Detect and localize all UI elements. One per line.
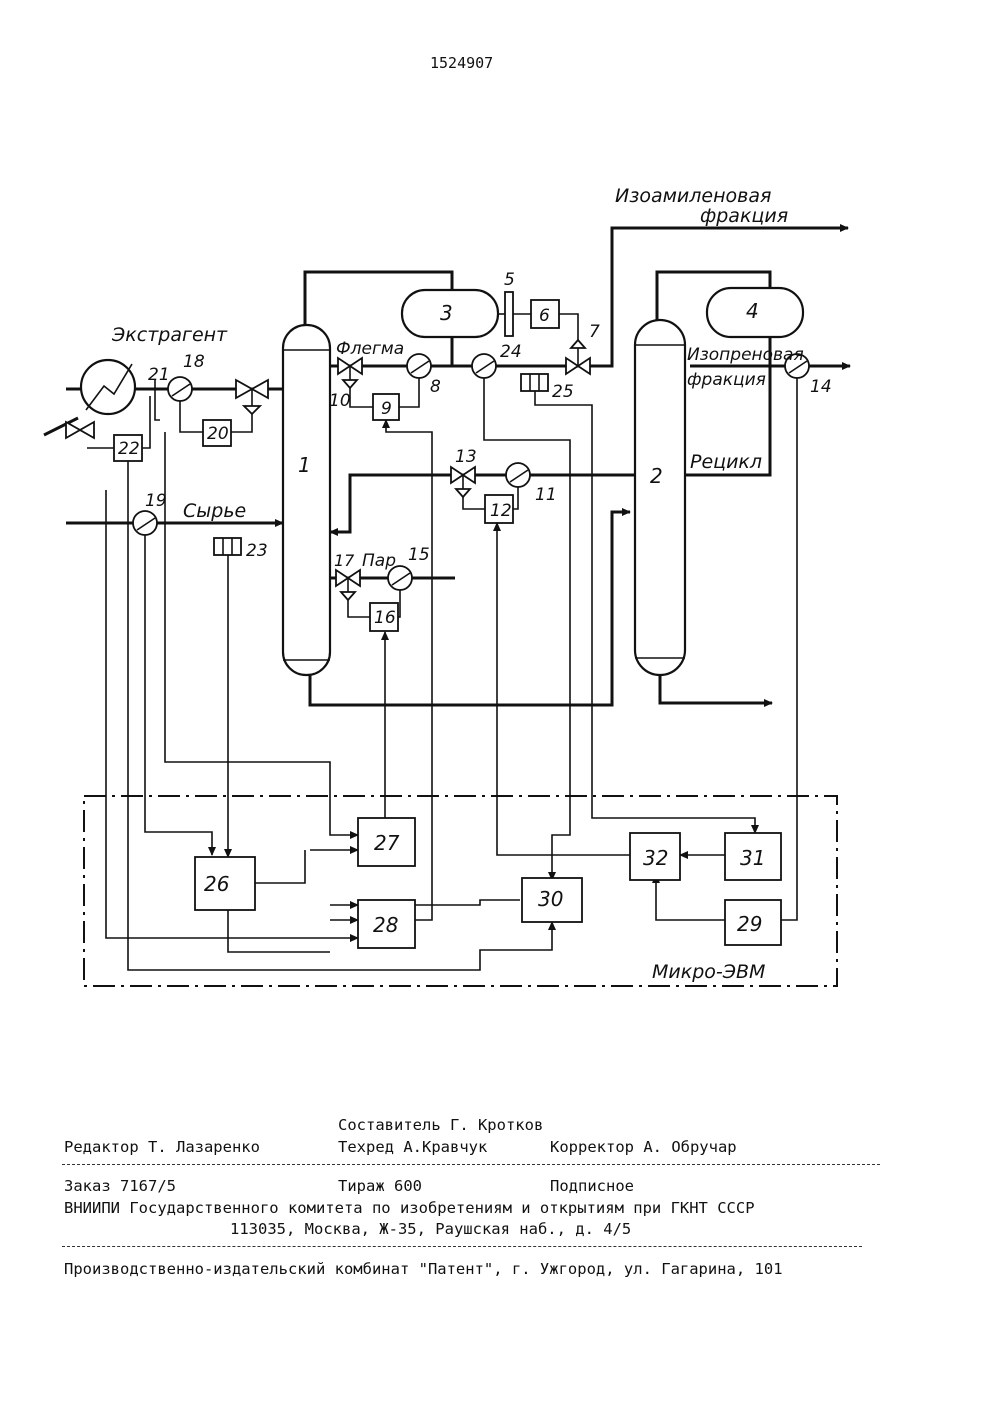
label-extractant: Экстрагент bbox=[111, 324, 228, 346]
number-26: 26 bbox=[204, 872, 229, 896]
techred: Техред А.Кравчук bbox=[338, 1140, 487, 1156]
number-16: 16 bbox=[374, 608, 396, 628]
number-6: 6 bbox=[539, 306, 550, 326]
label-steam: Пар bbox=[362, 551, 396, 571]
number-3: 3 bbox=[440, 301, 453, 325]
label-reflux: Флегма bbox=[336, 339, 404, 359]
number-4: 4 bbox=[746, 299, 759, 323]
editor: Редактор Т. Лазаренко bbox=[64, 1140, 260, 1156]
address: 113035, Москва, Ж-35, Раушская наб., д. … bbox=[230, 1222, 631, 1238]
number-19: 19 bbox=[145, 491, 167, 511]
number-10: 10 bbox=[329, 391, 351, 411]
corrector: Корректор А. Обручар bbox=[550, 1140, 737, 1156]
label-microcomputer: Микро-ЭВМ bbox=[652, 961, 765, 983]
number-8: 8 bbox=[430, 377, 441, 397]
column-2 bbox=[635, 320, 685, 675]
label-isoamylene-1: Изоамиленовая bbox=[615, 185, 771, 207]
number-31: 31 bbox=[740, 846, 765, 870]
printer: Производственно-издательский комбинат "П… bbox=[64, 1262, 783, 1278]
number-29: 29 bbox=[737, 912, 762, 936]
institute: ВНИИПИ Государственного комитета по изоб… bbox=[64, 1201, 755, 1217]
number-28: 28 bbox=[373, 913, 398, 937]
number-18: 18 bbox=[183, 352, 205, 372]
number-22: 22 bbox=[118, 439, 140, 459]
number-32: 32 bbox=[643, 846, 668, 870]
number-24: 24 bbox=[500, 342, 522, 362]
number-11: 11 bbox=[535, 485, 557, 505]
subscription: Подписное bbox=[550, 1179, 634, 1195]
number-1: 1 bbox=[298, 453, 311, 477]
number-12: 12 bbox=[490, 501, 512, 521]
compiler: Составитель Г. Кротков bbox=[338, 1118, 543, 1134]
divider-2 bbox=[62, 1246, 862, 1247]
number-30: 30 bbox=[538, 887, 563, 911]
number-7: 7 bbox=[589, 322, 600, 342]
circulation: Тираж 600 bbox=[338, 1179, 422, 1195]
number-27: 27 bbox=[374, 831, 400, 855]
number-9: 9 bbox=[381, 399, 392, 419]
number-17: 17 bbox=[334, 551, 355, 570]
label-isoprene-1: Изопреновая bbox=[687, 345, 804, 365]
number-21: 21 bbox=[148, 365, 170, 385]
number-15: 15 bbox=[408, 545, 430, 565]
order: Заказ 7167/5 bbox=[64, 1179, 176, 1195]
control-lines bbox=[87, 314, 797, 970]
label-recycle: Рецикл bbox=[690, 451, 762, 473]
number-20: 20 bbox=[207, 424, 229, 444]
number-5: 5 bbox=[504, 270, 515, 290]
label-isoprene-2: фракция bbox=[687, 370, 766, 390]
number-25: 25 bbox=[552, 382, 574, 402]
number-2: 2 bbox=[650, 464, 663, 488]
number-13: 13 bbox=[455, 447, 477, 467]
number-23: 23 bbox=[246, 541, 268, 561]
number-14: 14 bbox=[810, 377, 832, 397]
divider-1 bbox=[62, 1164, 880, 1165]
column-1 bbox=[283, 325, 330, 675]
label-feed: Сырье bbox=[183, 500, 246, 522]
label-isoamylene-2: фракция bbox=[700, 205, 788, 227]
